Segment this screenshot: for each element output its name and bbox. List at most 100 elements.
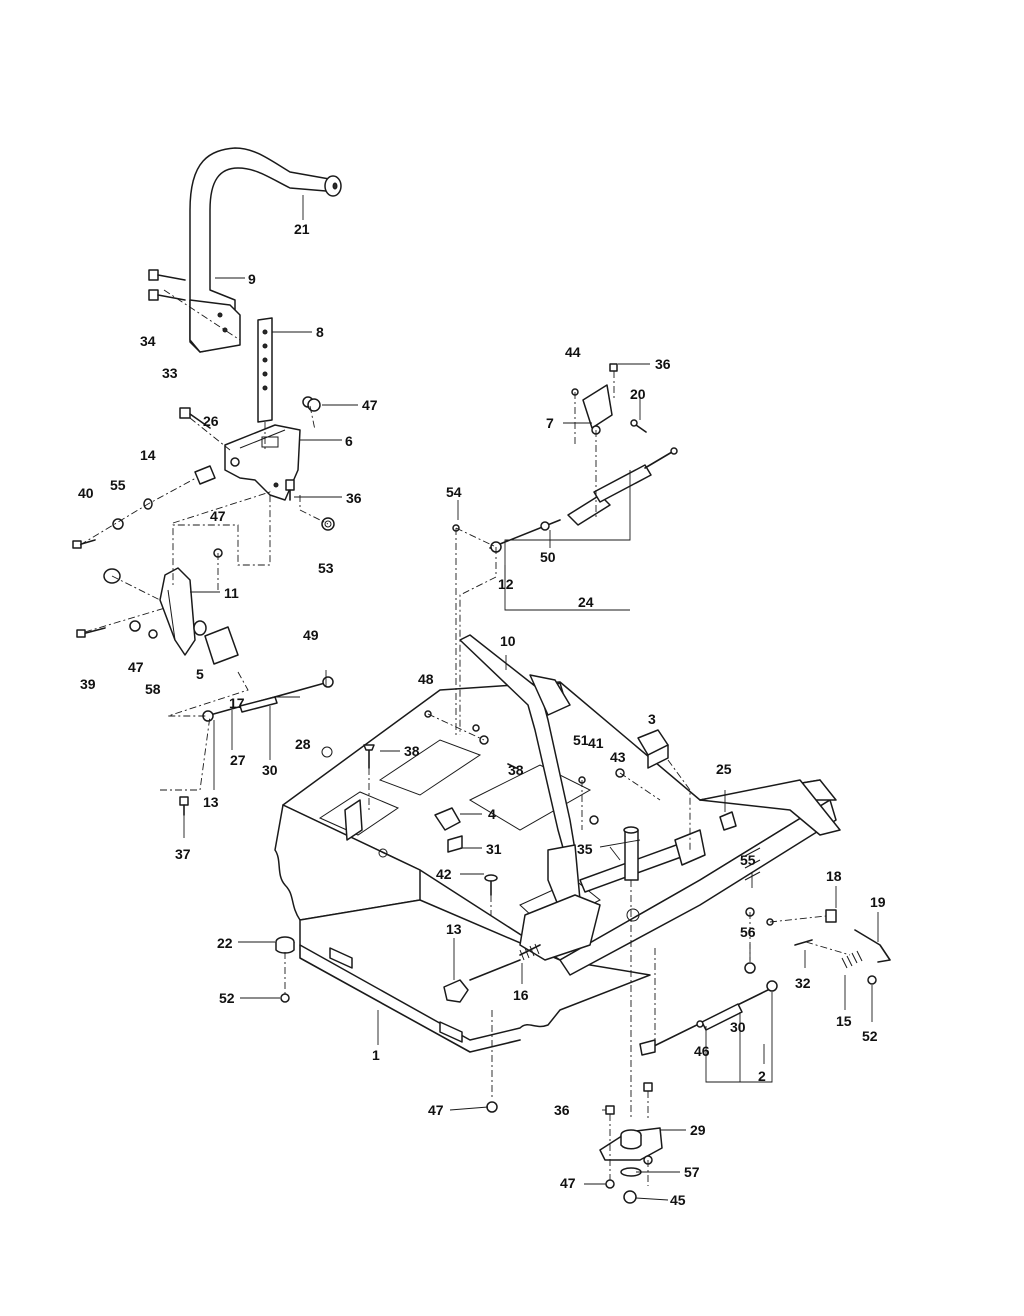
callout-57: 57 xyxy=(684,1164,700,1180)
spacer-26 xyxy=(194,465,216,485)
callout-8: 8 xyxy=(316,324,324,340)
bolt-34 xyxy=(148,289,186,301)
nut-47-upper xyxy=(302,396,321,412)
bolt-36-left xyxy=(285,479,295,501)
nut-47-bottom xyxy=(486,1101,498,1113)
callout-24: 24 xyxy=(578,594,594,610)
callout-3: 3 xyxy=(648,711,656,727)
callout-51: 51 xyxy=(573,732,589,748)
bolt-9 xyxy=(148,269,186,281)
washer-58 xyxy=(148,629,158,639)
callout-25: 25 xyxy=(716,761,732,777)
callout-33: 33 xyxy=(162,365,178,381)
callout-22: 22 xyxy=(217,935,233,951)
callout-10: 10 xyxy=(500,633,516,649)
callout-13: 13 xyxy=(446,921,462,937)
switch-4 xyxy=(434,807,463,853)
relay-3 xyxy=(637,729,669,769)
callout-21: 21 xyxy=(294,221,310,237)
callout-55: 55 xyxy=(740,852,756,868)
bushing-18 xyxy=(825,909,837,923)
washer-56 xyxy=(744,962,756,974)
washer-55 xyxy=(112,518,124,530)
callout-43: 43 xyxy=(610,749,626,765)
foot-22 xyxy=(275,936,295,954)
callout-26: 26 xyxy=(203,413,219,429)
callout-47: 47 xyxy=(128,659,144,675)
callout-2: 2 xyxy=(758,1068,766,1084)
callout-36: 36 xyxy=(346,490,362,506)
nut-48b xyxy=(472,724,480,732)
callout-20: 20 xyxy=(630,386,646,402)
bolt-37 xyxy=(179,796,189,816)
callout-38: 38 xyxy=(404,743,420,759)
handle-bar xyxy=(189,147,342,353)
callout-12: 12 xyxy=(498,576,514,592)
callout-15: 15 xyxy=(836,1013,852,1029)
callout-18: 18 xyxy=(826,868,842,884)
callout-37: 37 xyxy=(175,846,191,862)
callout-50: 50 xyxy=(540,549,556,565)
callout-58: 58 xyxy=(145,681,161,697)
screw-38-right xyxy=(507,763,517,769)
pin-32 xyxy=(794,939,813,946)
callout-30: 30 xyxy=(730,1019,746,1035)
callout-49: 49 xyxy=(303,627,319,643)
callout-39: 39 xyxy=(80,676,96,692)
callout-14: 14 xyxy=(140,447,156,463)
callout-30: 30 xyxy=(262,762,278,778)
control-bar-10 xyxy=(459,634,601,961)
shock-24 xyxy=(452,447,678,553)
mount-29 xyxy=(599,1082,663,1204)
callout-48: 48 xyxy=(418,671,434,687)
bracket-7 xyxy=(571,363,647,435)
callout-40: 40 xyxy=(78,485,94,501)
callout-19: 19 xyxy=(870,894,886,910)
callout-36: 36 xyxy=(655,356,671,372)
callout-11: 11 xyxy=(224,585,239,601)
callout-labels: 21 9 34 8 33 47 26 6 14 40 55 36 47 53 1… xyxy=(78,221,886,1208)
callout-17: 17 xyxy=(229,695,245,711)
callout-38: 38 xyxy=(508,762,524,778)
callout-45: 45 xyxy=(670,1192,686,1208)
nut-47-lower xyxy=(129,620,141,632)
knob-13 xyxy=(443,959,521,1003)
callout-42: 42 xyxy=(436,866,452,882)
callout-29: 29 xyxy=(690,1122,706,1138)
callout-7: 7 xyxy=(546,415,554,431)
callout-32: 32 xyxy=(795,975,811,991)
nut-52-left xyxy=(280,993,290,1003)
callout-56: 56 xyxy=(740,924,756,940)
rod-2 xyxy=(639,980,778,1056)
callout-55: 55 xyxy=(110,477,126,493)
callout-6: 6 xyxy=(345,433,353,449)
washer-41 xyxy=(589,815,599,825)
callout-47: 47 xyxy=(362,397,378,413)
callout-52: 52 xyxy=(862,1028,878,1044)
callout-16: 16 xyxy=(513,987,529,1003)
assembly-lines xyxy=(79,289,851,1186)
spring-16 xyxy=(519,943,541,961)
handle-mount-bar xyxy=(257,317,273,423)
callout-9: 9 xyxy=(248,271,256,287)
callout-52: 52 xyxy=(219,990,235,1006)
callout-53: 53 xyxy=(318,560,334,576)
screw-38-left xyxy=(363,744,375,769)
arm-35 xyxy=(579,826,706,893)
peg-42 xyxy=(484,874,498,896)
bolt-39 xyxy=(76,627,106,638)
callout-27: 27 xyxy=(230,752,246,768)
callout-44: 44 xyxy=(565,344,581,360)
clip-25 xyxy=(719,811,737,831)
leader-lines xyxy=(183,195,879,1201)
bracket-6 xyxy=(224,424,301,501)
callout-36: 36 xyxy=(554,1102,570,1118)
callout-47: 47 xyxy=(210,508,226,524)
lever-19 xyxy=(841,929,891,985)
callout-47: 47 xyxy=(560,1175,576,1191)
callout-35: 35 xyxy=(577,841,593,857)
callout-5: 5 xyxy=(196,666,204,682)
callout-31: 31 xyxy=(486,841,502,857)
callout-54: 54 xyxy=(446,484,462,500)
